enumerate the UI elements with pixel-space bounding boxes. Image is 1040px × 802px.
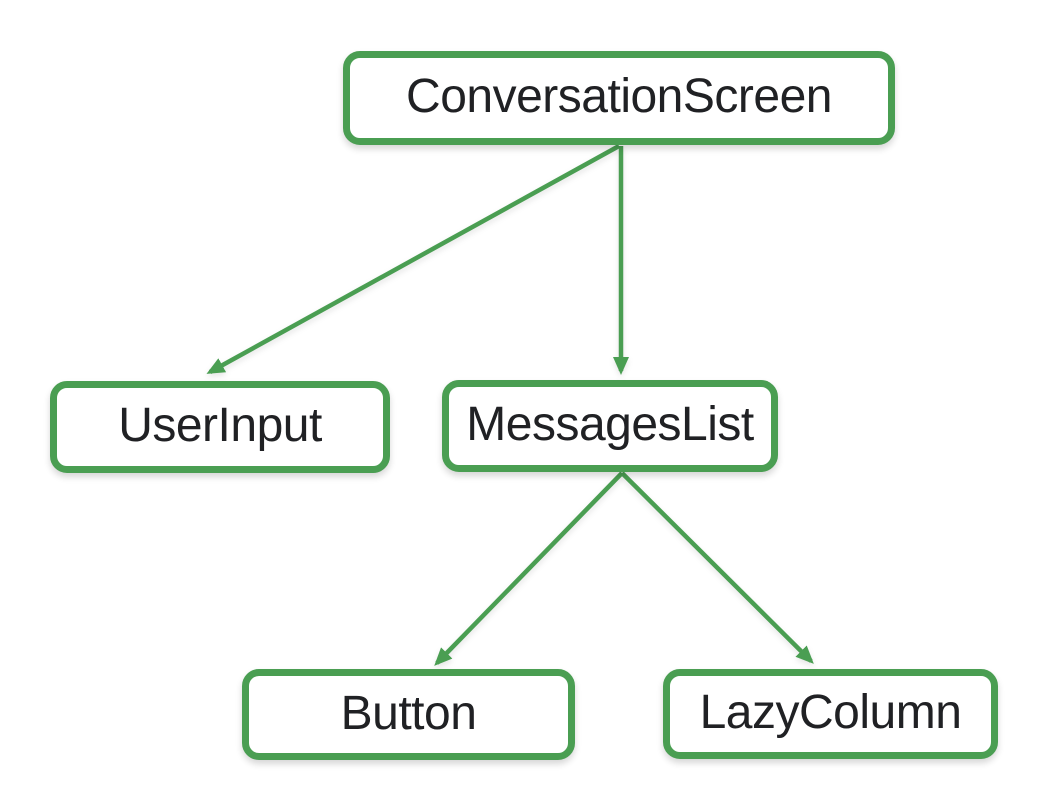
node-lazycolumn-label: LazyColumn: [699, 686, 962, 739]
node-messageslist: MessagesList: [442, 380, 778, 472]
edge-messageslist-button: [434, 471, 624, 666]
node-lazycolumn: LazyColumn: [663, 669, 998, 759]
edge-messageslist-lazycolumn: [620, 471, 814, 664]
node-userinput: UserInput: [50, 381, 390, 473]
node-conversationscreen: ConversationScreen: [343, 51, 895, 145]
node-conversationscreen-label: ConversationScreen: [406, 70, 832, 123]
node-userinput-label: UserInput: [118, 399, 322, 452]
edge-conversationscreen-userinput: [206, 144, 621, 374]
node-button: Button: [242, 669, 575, 760]
node-button-label: Button: [340, 686, 477, 740]
node-messageslist-label: MessagesList: [466, 398, 754, 451]
